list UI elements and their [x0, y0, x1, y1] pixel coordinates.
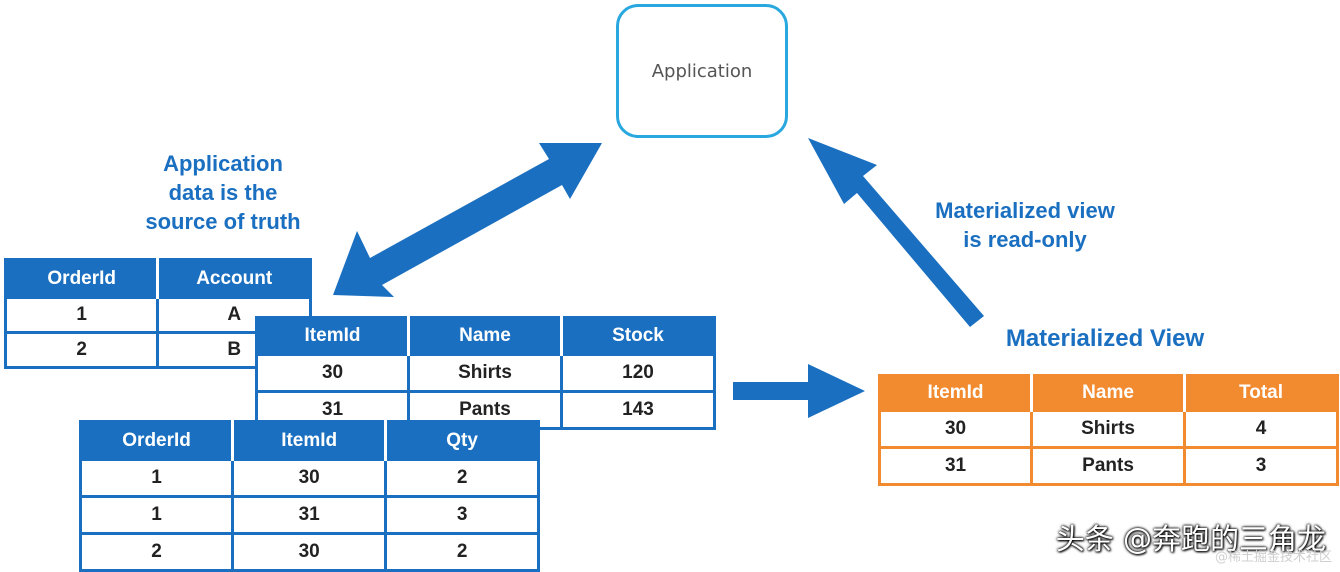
- table-cell: Shirts: [1030, 409, 1187, 449]
- caption-line: Materialized view: [935, 198, 1115, 223]
- column-header: Qty: [384, 421, 539, 460]
- order-items-table: OrderId ItemId Qty 1 30 2 1 31 3 2 30 2: [78, 420, 540, 572]
- table-cell: 30: [877, 409, 1034, 449]
- table-row: 2 30 2: [78, 532, 540, 572]
- caption-line: Application: [163, 151, 283, 176]
- read-only-arrow: [808, 138, 984, 327]
- read-only-caption: Materialized view is read-only: [905, 196, 1145, 254]
- application-box: Application: [616, 4, 788, 138]
- column-header: Account: [156, 259, 311, 298]
- column-header: ItemId: [231, 421, 386, 460]
- table-cell: Shirts: [407, 353, 563, 393]
- table-row: 31 Pants 3: [877, 446, 1339, 486]
- table-cell: 120: [560, 353, 716, 393]
- caption-line: is read-only: [963, 227, 1087, 252]
- items-table: ItemId Name Stock 30 Shirts 120 31 Pants…: [254, 316, 716, 430]
- table-row: 30 Shirts 4: [877, 409, 1339, 449]
- application-label: Application: [651, 60, 753, 82]
- table-cell: 3: [1183, 446, 1339, 486]
- table-cell: 30: [231, 532, 388, 572]
- column-header: ItemId: [256, 317, 409, 355]
- source-of-truth-caption: Application data is the source of truth: [118, 149, 328, 236]
- column-header: Stock: [560, 317, 715, 355]
- table-cell: 2: [384, 532, 540, 572]
- table-row: 30 Shirts 120: [254, 353, 716, 393]
- table-cell: 31: [877, 446, 1034, 486]
- table-cell: 143: [560, 390, 716, 430]
- table-row: 1 31 3: [78, 495, 540, 535]
- table-cell: Pants: [1030, 446, 1187, 486]
- materialized-view-table: ItemId Name Total 30 Shirts 4 31 Pants 3: [877, 374, 1339, 486]
- build-view-arrow: [733, 364, 865, 418]
- column-header: OrderId: [5, 259, 158, 298]
- watermark-sub: @稀土掘金技术社区: [1214, 550, 1332, 565]
- caption-line: data is the: [168, 180, 278, 205]
- column-header: Total: [1183, 375, 1338, 411]
- table-cell: 30: [254, 353, 411, 393]
- column-header: Name: [407, 317, 562, 355]
- table-cell: 2: [3, 331, 160, 369]
- sync-arrow: [333, 143, 602, 297]
- column-header: ItemId: [879, 375, 1032, 411]
- table-cell: 2: [384, 458, 540, 498]
- table-cell: 30: [231, 458, 388, 498]
- table-cell: 31: [231, 495, 388, 535]
- watermark-main: 头条 @奔跑的三角龙: [1055, 522, 1326, 556]
- table-cell: 1: [3, 296, 160, 334]
- table-cell: 1: [78, 458, 235, 498]
- table-row: 1 30 2: [78, 458, 540, 498]
- table-cell: 3: [384, 495, 540, 535]
- materialized-view-title: Materialized View: [1005, 325, 1205, 352]
- caption-line: source of truth: [145, 209, 301, 234]
- table-cell: 4: [1183, 409, 1339, 449]
- table-cell: 1: [78, 495, 235, 535]
- table-cell: 2: [78, 532, 235, 572]
- column-header: OrderId: [80, 421, 233, 460]
- column-header: Name: [1030, 375, 1185, 411]
